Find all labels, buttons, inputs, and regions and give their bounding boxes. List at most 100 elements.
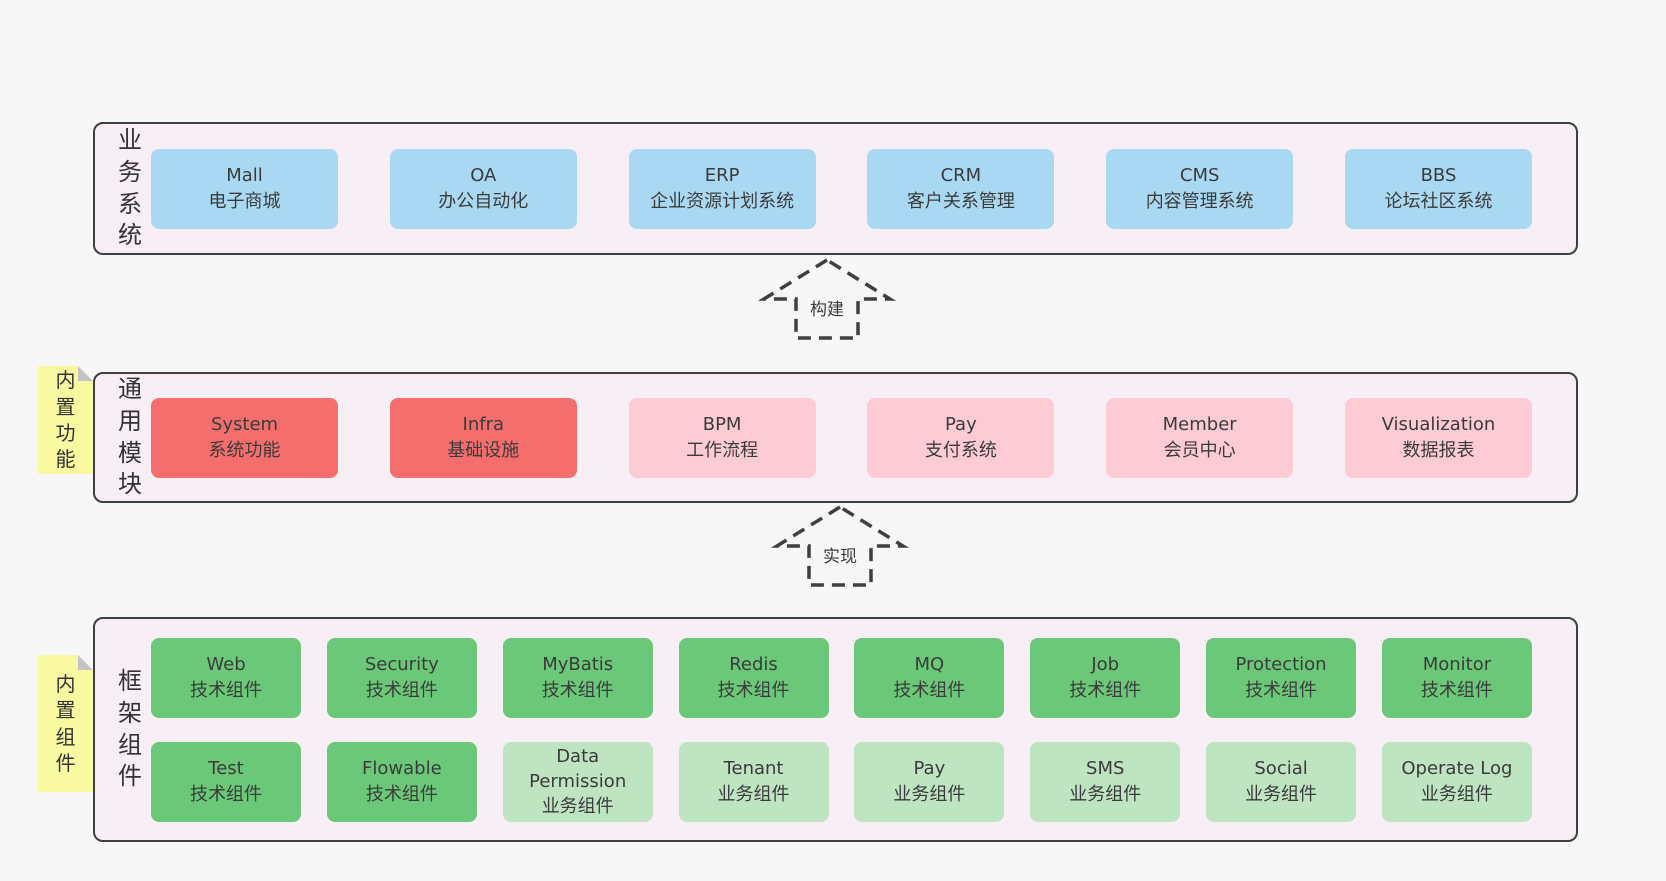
- box-subtitle: 业务组件: [1245, 783, 1318, 805]
- panel-label-common-modules: 通用模块: [118, 375, 142, 499]
- box-title: BPM: [702, 414, 742, 436]
- box-subtitle: 技术组件: [1420, 679, 1493, 701]
- box-social: Social 业务组件: [1206, 741, 1357, 822]
- box-title: Infra: [462, 414, 505, 436]
- box-subtitle: 数据报表: [1402, 439, 1475, 461]
- box-test: Test 技术组件: [151, 741, 301, 822]
- box-mall: Mall 电子商城: [151, 148, 338, 229]
- box-subtitle: 技术组件: [365, 783, 438, 805]
- box-title: Test: [208, 758, 244, 780]
- box-protection: Protection 技术组件: [1206, 637, 1357, 718]
- box-erp: ERP 企业资源计划系统: [628, 148, 816, 229]
- box-title: Operate Log: [1401, 758, 1513, 780]
- box-pay: Pay 支付系统: [867, 397, 1055, 478]
- sticky-note-label: 内置组件: [55, 671, 76, 775]
- box-subtitle: 技术组件: [365, 679, 438, 701]
- box-title: Visualization: [1381, 414, 1496, 436]
- box-job: Job 技术组件: [1030, 637, 1181, 718]
- box-title: Redis: [729, 654, 778, 676]
- box-title: Social: [1254, 758, 1308, 780]
- box-subtitle: 基础设施: [447, 439, 520, 461]
- arrow-label-build: 构建: [806, 294, 848, 321]
- box-title: CRM: [940, 165, 982, 187]
- box-title: Job: [1091, 654, 1120, 676]
- sticky-note-label: 内置功能: [55, 368, 76, 472]
- box-subtitle: 业务组件: [1069, 783, 1142, 805]
- box-security: Security 技术组件: [326, 637, 477, 718]
- dashed-up-arrow-build: 构建: [757, 256, 897, 342]
- box-title: Flowable: [362, 758, 442, 780]
- box-data-permission: Data Permission 业务组件: [502, 741, 653, 822]
- box-title: ERP: [704, 165, 740, 187]
- box-title: Pay: [913, 758, 946, 780]
- sticky-note-built-in-components: 内置组件: [38, 655, 93, 792]
- box-title: Web: [206, 654, 246, 676]
- common-modules-rows: System 系统功能 Infra 基础设施 BPM 工作流程 Pay 支付系统 Member 会…: [151, 397, 1576, 478]
- box-subtitle: 会员中心: [1163, 439, 1236, 461]
- box-system: System 系统功能: [151, 397, 338, 478]
- arrow-label-implement: 实现: [819, 541, 861, 568]
- box-subtitle: 论坛社区系统: [1384, 190, 1493, 212]
- box-subtitle: 系统功能: [208, 439, 281, 461]
- box-title: CMS: [1179, 165, 1220, 187]
- box-title: Member: [1162, 414, 1237, 436]
- box-subtitle: 技术组件: [1069, 679, 1142, 701]
- box-sms: SMS 业务组件: [1030, 741, 1181, 822]
- box-operate-log: Operate Log 业务组件: [1381, 741, 1532, 822]
- box-pay: Pay 业务组件: [854, 741, 1005, 822]
- box-title: System: [210, 414, 279, 436]
- box-subtitle: 业务组件: [541, 796, 614, 818]
- sticky-note-built-in-features: 内置功能: [38, 366, 93, 474]
- folded-corner-icon: [78, 366, 93, 381]
- box-subtitle: 业务组件: [893, 783, 966, 805]
- box-subtitle: 业务组件: [717, 783, 790, 805]
- folded-corner-icon: [78, 655, 93, 670]
- box-subtitle: 业务组件: [1420, 783, 1493, 805]
- box-title: OA: [470, 165, 497, 187]
- box-tenant: Tenant 业务组件: [678, 741, 829, 822]
- box-title: Data Permission: [529, 745, 627, 792]
- box-title: SMS: [1086, 758, 1125, 780]
- box-subtitle: 技术组件: [1245, 679, 1318, 701]
- box-bpm: BPM 工作流程: [628, 397, 816, 478]
- box-subtitle: 企业资源计划系统: [650, 190, 795, 212]
- box-title: Pay: [945, 414, 977, 436]
- box-subtitle: 技术组件: [190, 783, 262, 805]
- dashed-up-arrow-implement: 实现: [770, 503, 910, 589]
- box-monitor: Monitor 技术组件: [1381, 637, 1532, 718]
- box-subtitle: 技术组件: [190, 679, 262, 701]
- box-subtitle: 电子商城: [208, 190, 281, 212]
- box-row: System 系统功能 Infra 基础设施 BPM 工作流程 Pay 支付系统 Member 会…: [151, 397, 1532, 478]
- box-title: MyBatis: [542, 654, 614, 676]
- panel-label-business-systems: 业务系统: [118, 126, 142, 250]
- box-title: BBS: [1420, 165, 1457, 187]
- box-title: Monitor: [1422, 654, 1492, 676]
- box-title: Tenant: [723, 758, 784, 780]
- box-subtitle: 工作流程: [686, 439, 759, 461]
- box-title: Protection: [1235, 654, 1327, 676]
- panel-label-framework-components: 框架组件: [118, 667, 142, 791]
- panel-common-modules: 通用模块 System 系统功能 Infra 基础设施 BPM 工作流程 Pay 支付系统 Me…: [93, 372, 1578, 503]
- box-infra: Infra 基础设施: [389, 397, 577, 478]
- box-bbs: BBS 论坛社区系统: [1344, 148, 1532, 229]
- box-subtitle: 技术组件: [893, 679, 966, 701]
- box-title: Mall: [226, 165, 263, 187]
- box-member: Member 会员中心: [1106, 397, 1294, 478]
- box-title: Security: [364, 654, 439, 676]
- dashed-up-arrow-icon: [770, 504, 910, 587]
- box-subtitle: 支付系统: [924, 439, 997, 461]
- dashed-up-arrow-icon: [757, 257, 897, 340]
